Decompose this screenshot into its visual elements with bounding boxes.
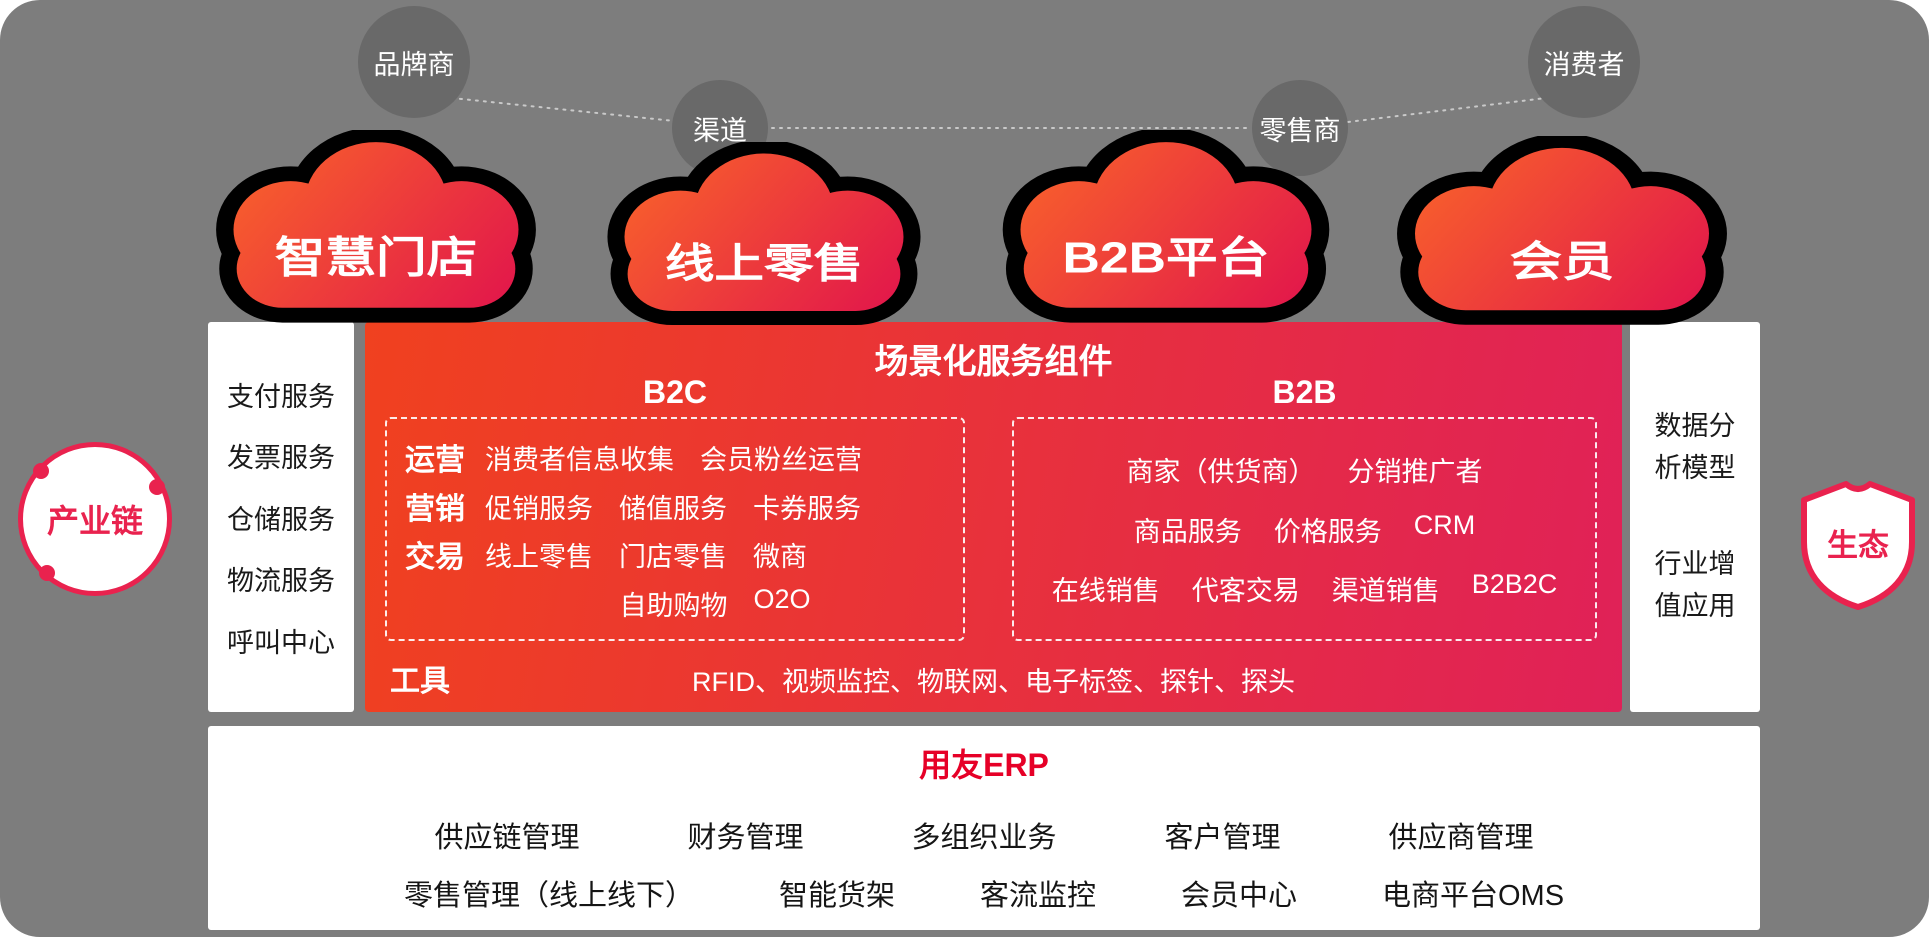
- erp-title: 用友ERP: [919, 747, 1049, 783]
- service-item: 代客交易: [1191, 576, 1300, 607]
- service-item: 自助购物: [619, 591, 728, 621]
- cloud-fill: [233, 142, 519, 308]
- b2c-trade-items: 线上零售 门店零售 微商 自助购物 O2O: [485, 532, 945, 623]
- b2c-row-label: 营销: [405, 492, 465, 526]
- b2c-row-items: 线上零售 门店零售 微商: [485, 532, 945, 574]
- connector-lines: [451, 97, 1547, 129]
- service-item: 分销推广者: [1347, 456, 1483, 487]
- b2b-title: B2B: [1272, 374, 1337, 410]
- cloud-fill: [1020, 142, 1312, 308]
- service-item: 储值服务: [619, 493, 727, 524]
- chain-dot: [149, 479, 165, 495]
- node-retailer-label: 零售商: [1259, 115, 1341, 146]
- service-item: O2O: [753, 584, 811, 614]
- erp-item: 财务管理: [687, 822, 804, 854]
- node-retailer: 零售商: [1252, 80, 1348, 176]
- cloud-members-label: 会员: [1510, 239, 1614, 286]
- b2b-box: 商家（供货商） 分销推广者 商品服务 价格服务 CRM 在线销售 代客交易 渠道…: [1012, 417, 1597, 641]
- b2c-row-trade: 交易 线上零售 门店零售 微商 自助购物 O2O: [405, 532, 945, 623]
- cloud-b2b-platform-label: B2B平台: [1063, 235, 1270, 283]
- chain-dot: [39, 565, 55, 581]
- cloud-online-retail-label: 线上零售: [665, 241, 863, 287]
- tools-row: 工具 RFID、视频监控、物联网、电子标签、探针、探头: [365, 656, 1622, 698]
- erp-item: 多组织业务: [911, 822, 1057, 854]
- erp-item: 零售管理（线上线下）: [403, 880, 694, 912]
- node-brand-label: 品牌商: [373, 49, 455, 80]
- erp-item: 客户管理: [1164, 822, 1281, 854]
- cloud-online-retail: 线上零售: [578, 142, 950, 334]
- right-service-item: 数据分析模型: [1654, 411, 1736, 484]
- service-item: 门店零售: [619, 542, 727, 572]
- cloud-members: 会员: [1366, 136, 1758, 334]
- tools-label: 工具: [390, 665, 450, 698]
- scenario-panel-title: 场景化服务组件: [874, 343, 1113, 381]
- b2c-box: 运营 消费者信息收集 会员粉丝运营 营销 促销服务 储值服务 卡券服务 交易: [385, 417, 965, 641]
- chain-dot: [33, 463, 49, 479]
- ecosystem-label: 生态: [1827, 528, 1889, 563]
- left-service-item: 物流服务: [227, 566, 335, 596]
- shield-shape: [1801, 481, 1915, 610]
- left-service-item: 仓储服务: [227, 504, 335, 535]
- left-services-panel: 支付服务 发票服务 仓储服务 物流服务 呼叫中心: [208, 322, 354, 712]
- b2c-row-items-line2: 自助购物 O2O: [485, 574, 945, 623]
- right-services-panel: 数据分析模型 行业增值应用: [1630, 322, 1760, 712]
- erp-panel: 用友ERP 供应链管理 财务管理 多组织业务 客户管理 供应商管理 零售管理（线…: [208, 726, 1760, 930]
- erp-item: 会员中心: [1180, 880, 1297, 912]
- b2c-row-label: 交易: [405, 541, 465, 574]
- b2b-row-partners: 商家（供货商） 分销推广者: [1028, 450, 1581, 489]
- erp-row-1: 供应链管理 财务管理 多组织业务 客户管理 供应商管理: [208, 814, 1760, 856]
- left-service-item: 呼叫中心: [227, 627, 335, 658]
- erp-item: 电商平台OMS: [1382, 880, 1565, 912]
- left-service-item: 支付服务: [227, 381, 335, 412]
- erp-item: 供应商管理: [1388, 822, 1534, 854]
- service-item: 价格服务: [1273, 516, 1382, 547]
- tools-text: RFID、视频监控、物联网、电子标签、探针、探头: [692, 667, 1295, 697]
- b2b-row-sales: 在线销售 代客交易 渠道销售 B2B2C: [1028, 569, 1581, 608]
- service-item: 商品服务: [1133, 516, 1242, 547]
- cloud-fill: [624, 153, 904, 311]
- industry-chain-label: 产业链: [46, 503, 143, 539]
- erp-item: 供应链管理: [434, 822, 580, 854]
- b2b-row-services: 商品服务 价格服务 CRM: [1028, 510, 1581, 549]
- right-service-item: 行业增值应用: [1654, 549, 1736, 621]
- scenario-services-panel: 场景化服务组件 B2C B2B 运营 消费者信息收集 会员粉丝运营 营销 促销服…: [365, 322, 1622, 712]
- node-consumer: 消费者: [1528, 6, 1640, 118]
- service-item: 线上零售: [485, 542, 593, 572]
- service-item: 卡券服务: [753, 493, 861, 524]
- b2c-row-marketing: 营销 促销服务 储值服务 卡券服务: [405, 484, 945, 528]
- service-item: 渠道销售: [1331, 576, 1440, 607]
- service-item: 在线销售: [1051, 576, 1160, 607]
- service-item: 微商: [753, 542, 807, 572]
- node-brand: 品牌商: [358, 6, 470, 118]
- cloud-smart-store-label: 智慧门店: [275, 233, 478, 282]
- service-item: CRM: [1413, 509, 1476, 540]
- b2c-row-operations: 运营 消费者信息收集 会员粉丝运营: [405, 435, 945, 479]
- industry-chain-badge: 产业链: [18, 442, 172, 596]
- line-retailer-consumer: [1347, 97, 1547, 123]
- ecosystem-shield: 生态: [1801, 481, 1915, 610]
- node-channel-label: 渠道: [693, 115, 747, 146]
- b2c-row-items: 消费者信息收集 会员粉丝运营: [485, 435, 862, 477]
- b2c-row-items: 促销服务 储值服务 卡券服务: [485, 484, 861, 526]
- erp-item: 智能货架: [778, 880, 895, 912]
- service-item: 促销服务: [485, 493, 593, 524]
- line-brand-channel: [451, 97, 685, 123]
- service-item: 商家（供货商）: [1126, 456, 1316, 487]
- erp-item: 客流监控: [979, 880, 1096, 912]
- left-service-item: 发票服务: [227, 443, 335, 473]
- service-item: B2B2C: [1471, 569, 1558, 600]
- erp-row-2: 零售管理（线上线下） 智能货架 客流监控 会员中心 电商平台OMS: [208, 872, 1760, 914]
- b2c-title: B2C: [642, 374, 707, 410]
- cloud-fill: [1415, 147, 1709, 311]
- service-item: 会员粉丝运营: [700, 445, 862, 475]
- b2c-row-label: 运营: [405, 444, 465, 477]
- service-item: 消费者信息收集: [485, 445, 674, 475]
- cloud-b2b-platform: B2B平台: [972, 130, 1360, 332]
- node-consumer-label: 消费者: [1543, 49, 1625, 80]
- cloud-smart-store: 智慧门店: [186, 130, 566, 332]
